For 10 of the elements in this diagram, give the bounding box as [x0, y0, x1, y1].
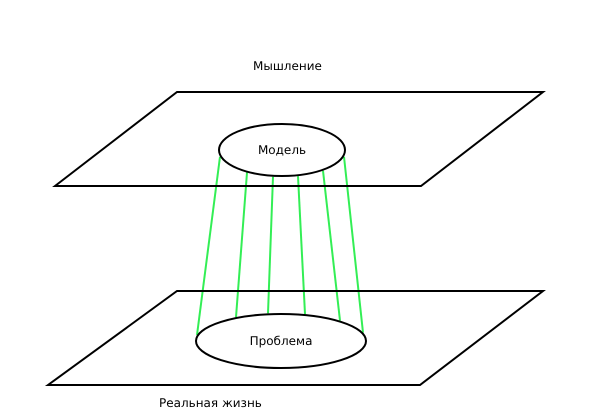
- plane-label: Мышление: [253, 59, 322, 73]
- connector-line: [297, 176, 306, 314]
- connector-line: [235, 172, 248, 318]
- connector-line: [343, 156, 364, 333]
- plane-label: Реальная жизнь: [159, 396, 262, 410]
- connector-line: [196, 156, 221, 336]
- connector-line: [267, 176, 274, 314]
- connector-line: [322, 170, 341, 321]
- ellipse-label: Модель: [258, 143, 306, 157]
- ellipse-label: Проблема: [250, 334, 312, 348]
